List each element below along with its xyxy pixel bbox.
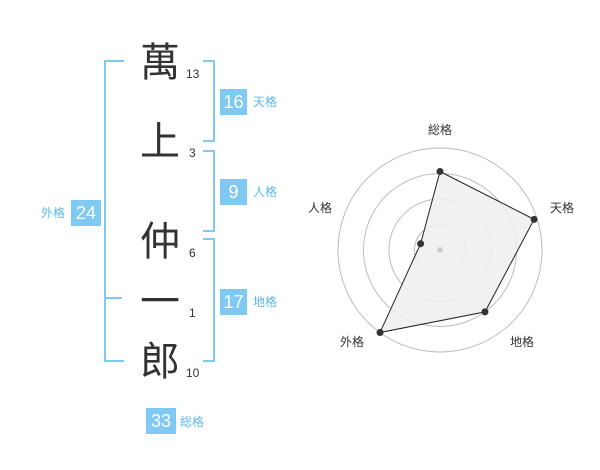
tenkaku-bracket [203, 60, 215, 142]
name-char-3: 仲 [140, 219, 180, 265]
jinkaku-label: 人格 [253, 185, 278, 199]
chikaku-label: 地格 [253, 295, 278, 309]
tenkaku-value: 16 [220, 89, 247, 115]
gaikaku-label: 外格 [41, 206, 66, 220]
name-char-4: 一 [140, 279, 180, 325]
radar-data-polygon [379, 170, 535, 334]
soukaku-label: 総格 [180, 415, 205, 429]
chikaku-value: 17 [220, 289, 247, 315]
radar-axis-label-gaikaku: 外格 [340, 335, 365, 349]
name-char-5: 郎 [140, 339, 180, 385]
gaikaku-value: 24 [71, 200, 101, 226]
radar-point-3 [481, 308, 489, 316]
radar-axis-label-soukaku: 総格 [428, 123, 453, 137]
tenkaku-label: 天格 [253, 95, 278, 109]
stroke-count-1: 13 [186, 67, 200, 81]
jinkaku-bracket [203, 150, 215, 232]
name-char-2: 上 [140, 119, 180, 165]
stroke-count-4: 1 [189, 306, 196, 320]
radar-point-5 [417, 240, 425, 248]
radar-axis-label-jinkaku: 人格 [308, 201, 333, 215]
radar-axis-label-tenkaku: 天格 [550, 201, 575, 215]
radar-grid-ring [337, 147, 543, 353]
gaikaku-bracket [104, 60, 124, 362]
jinkaku-value: 9 [220, 179, 247, 205]
radar-center-dot [437, 247, 443, 253]
stroke-count-2: 3 [189, 146, 196, 160]
radar-point-2 [530, 215, 538, 223]
stroke-count-5: 10 [186, 366, 200, 380]
name-char-1: 萬 [140, 40, 180, 86]
stroke-count-3: 6 [189, 246, 196, 260]
gaikaku-bracket-tick [104, 297, 122, 299]
chikaku-bracket [203, 238, 215, 362]
radar-axis-label-chikaku: 地格 [510, 335, 535, 349]
radar-point-1 [436, 167, 444, 175]
radar-point-4 [376, 329, 384, 337]
soukaku-value: 33 [146, 408, 176, 434]
